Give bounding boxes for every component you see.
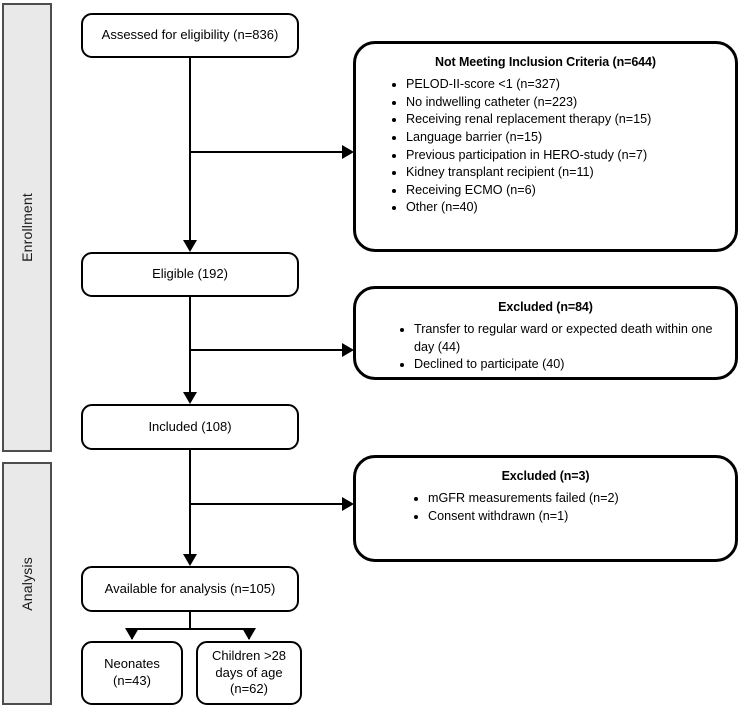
node-available-for-analysis-label: Available for analysis (n=105) [104, 580, 276, 596]
node-included-label: Included (108) [148, 418, 232, 434]
phase-bar-enrollment: Enrollment [2, 3, 52, 452]
side-node-excluded-3-list: mGFR measurements failed (n=2) Consent w… [368, 490, 723, 525]
node-children-over-28-days-label: Children >28 days of age (n=62) [204, 648, 294, 698]
side-node-not-meeting-inclusion-criteria-title: Not Meeting Inclusion Criteria (n=644) [435, 55, 656, 69]
connector-eligible-to-included [189, 297, 191, 392]
list-item: No indwelling catheter (n=223) [392, 94, 723, 112]
connector-assessed-to-eligible [189, 58, 191, 240]
side-node-excluded-84: Excluded (n=84) Transfer to regular ward… [353, 286, 738, 380]
node-assessed-for-eligibility-label: Assessed for eligibility (n=836) [101, 27, 279, 43]
arrowhead-included-to-available [183, 554, 197, 566]
node-children-line3: (n=62) [230, 681, 268, 697]
side-node-not-meeting-inclusion-criteria: Not Meeting Inclusion Criteria (n=644) P… [353, 41, 738, 252]
side-node-not-meeting-inclusion-criteria-list: PELOD-II-score <1 (n=327) No indwelling … [368, 76, 723, 217]
list-item: Declined to participate (40) [400, 356, 723, 374]
node-neonates-line1: Neonates [104, 656, 160, 672]
list-item: Kidney transplant recipient (n=11) [392, 164, 723, 182]
list-item: Other (n=40) [392, 199, 723, 217]
node-neonates: Neonates (n=43) [81, 641, 183, 705]
node-assessed-for-eligibility: Assessed for eligibility (n=836) [81, 13, 299, 58]
side-node-excluded-84-list: Transfer to regular ward or expected dea… [368, 321, 723, 374]
node-eligible-label: Eligible (192) [152, 266, 228, 282]
connector-available-split-bar [131, 628, 248, 630]
connector-included-to-available [189, 450, 191, 554]
node-neonates-line2: (n=43) [113, 673, 151, 688]
node-included: Included (108) [81, 404, 299, 450]
arrowhead-to-not-meeting-inclusion-criteria [342, 145, 354, 159]
phase-label-analysis: Analysis [19, 556, 35, 611]
list-item: Receiving renal replacement therapy (n=1… [392, 111, 723, 129]
connector-to-excluded-3 [190, 503, 342, 505]
arrowhead-available-to-children [242, 628, 256, 640]
node-children-over-28-days: Children >28 days of age (n=62) [196, 641, 302, 705]
list-item: Consent withdrawn (n=1) [414, 508, 723, 526]
side-node-excluded-3-title: Excluded (n=3) [501, 469, 590, 483]
arrowhead-available-to-neonates [125, 628, 139, 640]
list-item: Transfer to regular ward or expected dea… [400, 321, 723, 356]
node-children-line2: days of age [215, 664, 283, 680]
arrowhead-to-excluded-3 [342, 497, 354, 511]
phase-bar-analysis: Analysis [2, 462, 52, 705]
connector-available-split-stem [189, 612, 191, 629]
connector-to-not-meeting-inclusion-criteria [190, 151, 342, 153]
node-neonates-label: Neonates (n=43) [96, 656, 168, 689]
list-item: Previous participation in HERO-study (n=… [392, 147, 723, 165]
side-node-excluded-3: Excluded (n=3) mGFR measurements failed … [353, 455, 738, 562]
arrowhead-to-excluded-84 [342, 343, 354, 357]
list-item: PELOD-II-score <1 (n=327) [392, 76, 723, 94]
node-eligible: Eligible (192) [81, 252, 299, 297]
side-node-excluded-84-title: Excluded (n=84) [498, 300, 593, 314]
connector-to-excluded-84 [190, 349, 342, 351]
list-item: Receiving ECMO (n=6) [392, 182, 723, 200]
node-available-for-analysis: Available for analysis (n=105) [81, 566, 299, 612]
list-item: Language barrier (n=15) [392, 129, 723, 147]
list-item: mGFR measurements failed (n=2) [414, 490, 723, 508]
arrowhead-assessed-to-eligible [183, 240, 197, 252]
phase-label-enrollment: Enrollment [19, 193, 35, 262]
arrowhead-eligible-to-included [183, 392, 197, 404]
node-children-line1: Children >28 [211, 648, 287, 664]
